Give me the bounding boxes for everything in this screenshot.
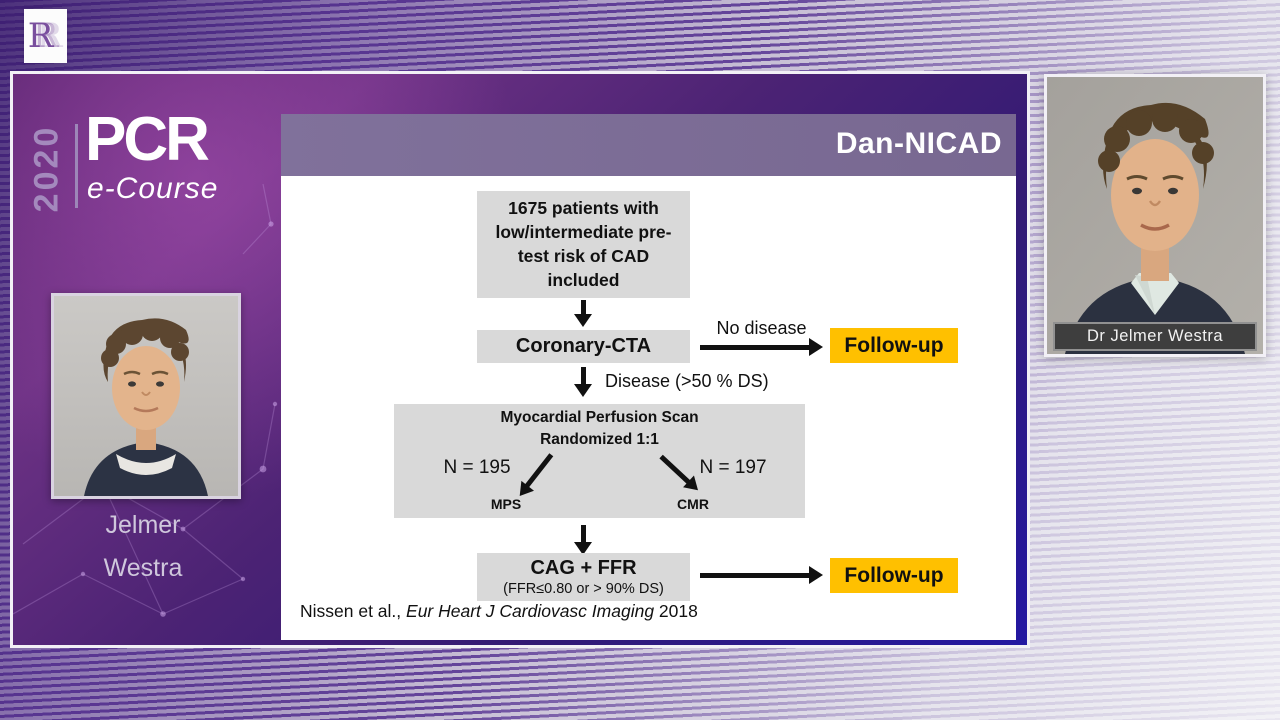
- disease-label: Disease (>50 % DS): [605, 371, 769, 391]
- inclusion-line-1: 1675 patients with: [508, 198, 659, 218]
- arrow-right-icon: [700, 566, 823, 584]
- main-panel: 2020 PCR e-Course: [10, 71, 1030, 648]
- no-disease-label: No disease: [716, 318, 807, 338]
- mps-box-subtitle: Randomized 1:1: [540, 431, 659, 448]
- logo-divider: [75, 124, 78, 208]
- arrow-down-icon: [574, 367, 592, 397]
- flowchart-coronary-cta-box: Coronary-CTA: [477, 330, 690, 363]
- flowchart-cag-ffr-box: CAG + FFR (FFR≤0.80 or > 90% DS): [477, 553, 690, 601]
- slide-title: Dan-NICAD: [835, 127, 1002, 160]
- arrow-down-icon: [574, 525, 592, 555]
- speaker-name: Jelmer Westra: [13, 511, 273, 597]
- speaker-portrait-image: [54, 296, 238, 496]
- inclusion-line-2: low/intermediate pre-: [495, 222, 672, 242]
- pcr-r-letter: R: [27, 16, 54, 56]
- logo-year: 2020: [27, 124, 66, 212]
- logo-ecourse-text: e-Course: [87, 172, 219, 205]
- speaker-first-name: Jelmer: [105, 511, 181, 539]
- inclusion-line-3: test risk of CAD: [517, 246, 650, 266]
- cag-ffr-criteria: (FFR≤0.80 or > 90% DS): [503, 581, 664, 597]
- pcr-ecourse-logo: 2020 PCR e-Course: [27, 105, 267, 260]
- citation-authors: Nissen et al.,: [300, 601, 407, 621]
- citation-year: 2018: [654, 601, 698, 621]
- inclusion-line-4: included: [547, 270, 620, 290]
- arrow-down-icon: [574, 300, 592, 327]
- citation: Nissen et al., Eur Heart J Cardiovasc Im…: [300, 601, 698, 622]
- mps-box-title: Myocardial Perfusion Scan: [500, 409, 699, 426]
- cmr-arm-label: CMR: [677, 496, 709, 512]
- followup-box-top: Follow-up: [830, 328, 958, 363]
- speaker-portrait: [51, 293, 241, 499]
- flowchart-inclusion-box: 1675 patients with low/intermediate pre-…: [477, 191, 690, 298]
- flowchart-mps-randomization-box: Myocardial Perfusion Scan Randomized 1:1…: [394, 404, 805, 518]
- webcam-name-label: Dr Jelmer Westra: [1053, 322, 1257, 351]
- citation-journal: Eur Heart J Cardiovasc Imaging: [406, 601, 655, 621]
- n-195-label: N = 195: [443, 457, 511, 478]
- followup-box-bottom: Follow-up: [830, 558, 958, 593]
- cag-ffr-title: CAG + FFR: [530, 557, 637, 579]
- slide-header-bar: Dan-NICAD: [281, 114, 1016, 176]
- webcam-feed: Dr Jelmer Westra: [1044, 74, 1266, 357]
- mps-arm-label: MPS: [490, 496, 522, 512]
- logo-pcr-text: PCR: [85, 105, 210, 174]
- presentation-slide: Dan-NICAD 1675 patients with low/interme…: [281, 114, 1016, 640]
- pcr-r-logo: R: [24, 9, 67, 63]
- arrow-right-icon: [700, 338, 823, 356]
- arrow-down-right-icon: [659, 454, 704, 497]
- webcam-portrait-image: [1047, 77, 1263, 354]
- speaker-last-name: Westra: [103, 554, 183, 582]
- arrow-down-left-icon: [513, 453, 554, 501]
- n-197-label: N = 197: [699, 457, 767, 478]
